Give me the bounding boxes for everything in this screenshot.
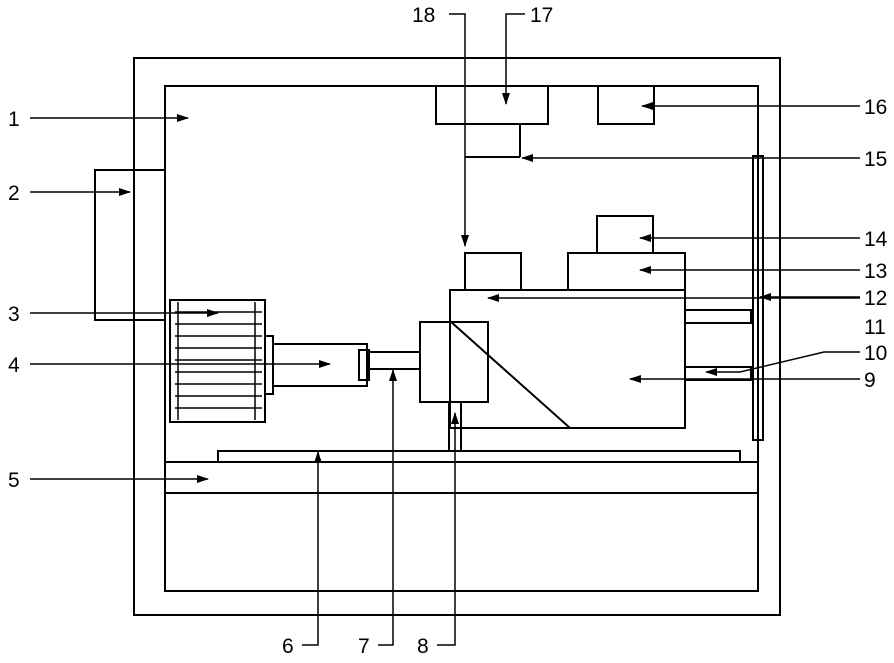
label-3: 3 (8, 303, 20, 326)
gearbox (420, 322, 488, 402)
inner-housing (165, 86, 758, 591)
connector-lower (685, 367, 751, 380)
sensor-block (465, 253, 521, 290)
label-6: 6 (282, 635, 294, 658)
label-14: 14 (864, 228, 888, 251)
fan-unit (170, 300, 265, 422)
control-box (436, 86, 548, 124)
connector-upper (685, 310, 751, 323)
label-9: 9 (864, 369, 876, 392)
label-16: 16 (864, 96, 887, 119)
fan-fins (175, 302, 262, 420)
label-7: 7 (358, 635, 370, 658)
main-body (450, 290, 685, 428)
label-18: 18 (412, 4, 435, 27)
label-8: 8 (417, 635, 429, 658)
block-14 (597, 216, 653, 253)
label-11: 11 (864, 316, 886, 339)
label-17: 17 (530, 4, 553, 27)
shaft (369, 352, 420, 369)
label-13: 13 (864, 260, 887, 283)
main-body-diagonal (450, 321, 570, 428)
leader-lines (30, 14, 860, 645)
label-4: 4 (8, 354, 20, 377)
block-13 (568, 253, 685, 290)
label-5: 5 (8, 469, 20, 492)
label-1: 1 (8, 108, 20, 131)
label-2: 2 (8, 182, 20, 205)
motor (273, 344, 367, 386)
mounting-plate (218, 451, 740, 462)
box-16 (598, 86, 654, 124)
label-10: 10 (864, 342, 887, 365)
fan-flange (265, 336, 273, 394)
label-15: 15 (864, 148, 887, 171)
label-12: 12 (864, 287, 887, 310)
